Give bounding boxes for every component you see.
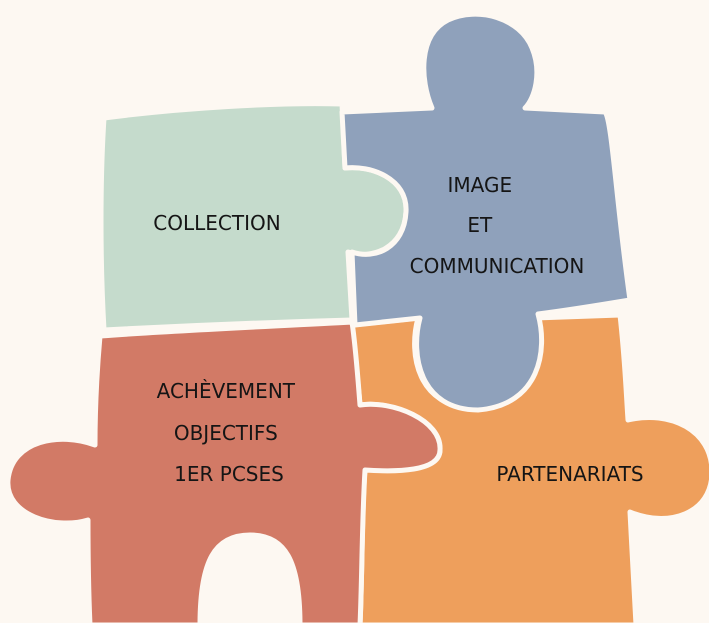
piece-image-line-2: ET xyxy=(467,213,493,237)
piece-achievement: ACHÈVEMENT OBJECTIFS 1ER PCSES xyxy=(5,319,443,623)
piece-collection-line-1: COLLECTION xyxy=(153,211,280,235)
piece-image-line-1: IMAGE xyxy=(448,173,513,197)
piece-achievement-line-2: OBJECTIFS xyxy=(174,421,278,445)
piece-partnerships-label: PARTENARIATS xyxy=(496,462,643,486)
piece-collection-label: COLLECTION xyxy=(153,211,280,235)
piece-image-line-3: COMMUNICATION xyxy=(410,254,585,278)
piece-image: IMAGE ET COMMUNICATION xyxy=(339,11,633,413)
piece-achievement-label: ACHÈVEMENT OBJECTIFS 1ER PCSES xyxy=(157,379,302,486)
puzzle-piece-achievement-shape xyxy=(5,319,443,623)
piece-partnerships-line-1: PARTENARIATS xyxy=(496,462,643,486)
piece-achievement-line-3: 1ER PCSES xyxy=(174,462,284,486)
piece-image-label: IMAGE ET COMMUNICATION xyxy=(410,173,585,278)
piece-achievement-line-1: ACHÈVEMENT xyxy=(157,379,296,403)
puzzle-piece-image-shape xyxy=(339,11,633,413)
piece-collection: COLLECTION xyxy=(98,101,409,333)
